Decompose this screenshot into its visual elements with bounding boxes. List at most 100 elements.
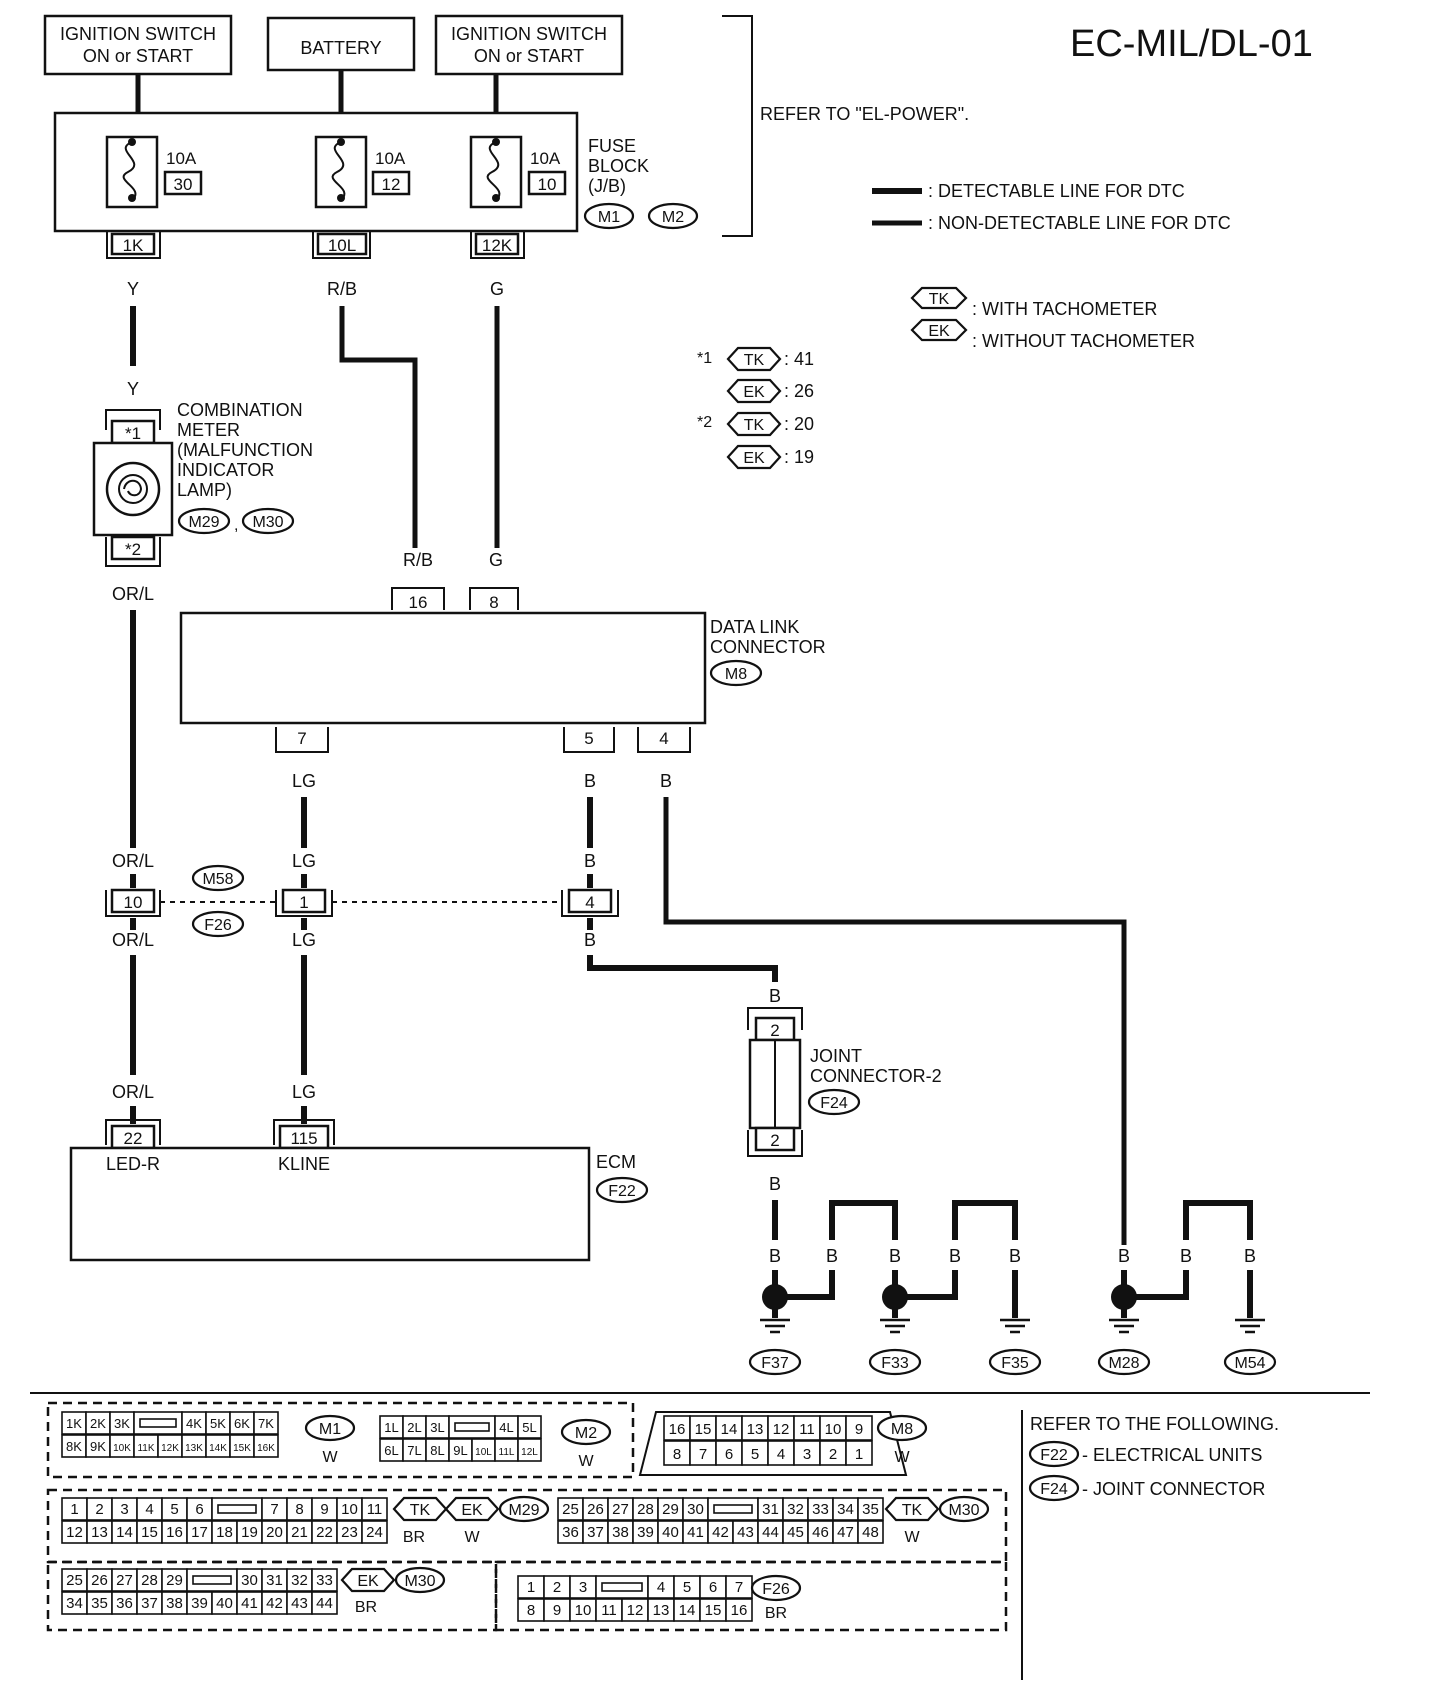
connector-cavity-number: 38 [612,1524,629,1541]
connector-cavity [767,1415,795,1441]
wire-rb-label-dlc: R/B [403,550,433,570]
dlc-pin-16: 16 [409,593,428,612]
connector-cavity-number: 13 [653,1602,670,1619]
wire-y-label-meter: Y [127,379,139,399]
connector-cavity-number: 11 [799,1421,815,1438]
connector-cavity-number: 30 [241,1572,258,1589]
connector-cavity-number: 1 [527,1579,535,1596]
meter-pin-2: *2 [125,540,141,559]
note-1-tk: : 41 [784,349,814,369]
connector-cavity [517,1415,542,1439]
combination-meter: *1 *2 [92,409,174,567]
ign-right-line1: IGNITION SWITCH [451,24,607,44]
wire-rb-label-top: R/B [327,279,357,299]
connector-lock-tab [217,1504,257,1514]
view-m1-color: W [322,1449,338,1466]
connector-cavity-number: 44 [316,1595,333,1612]
connector-cavity [663,1415,691,1441]
connector-lock-tab [192,1575,232,1585]
meter-conn-m30: M30 [252,514,283,531]
refer-f24-text: - JOINT CONNECTOR [1082,1479,1265,1499]
ign-right-line2: ON or START [474,46,584,66]
power-source-ignition-right: IGNITION SWITCH ON or START [434,14,624,76]
legend-non-detectable: : NON-DETECTABLE LINE FOR DTC [928,213,1231,233]
diagram-title: EC-MIL/DL-01 [1070,23,1313,65]
connector-cavity-number: 41 [241,1595,258,1612]
fuse-block-line1: FUSE [588,136,636,156]
connector-cavity-number: 43 [737,1524,754,1541]
connector-cavity-number: 10K [113,1443,131,1454]
view-m30-ek-color: BR [355,1599,377,1616]
gnd-wire-b-7: B [1180,1246,1192,1266]
connector-lock-tab [713,1504,753,1514]
ground-f33: F33 [881,1355,909,1372]
connector-cavity-number: 8 [527,1602,535,1619]
svg-text:TK: TK [744,417,765,434]
connector-cavity-number: 26 [587,1501,604,1518]
connector-cavity [793,1415,821,1441]
fuse-block-conn-m2: M2 [662,209,684,226]
fuse-block-line2: BLOCK [588,156,649,176]
meter-label-2: METER [177,420,240,440]
pin-10L: 10L [312,232,371,259]
fuse-12-amp: 10A [375,149,406,168]
fuse-block: 10A 30 10A 12 10A 10 [53,111,579,233]
ecm-pin-115: 115 [290,1129,317,1148]
gnd-wire-b-2: B [826,1246,838,1266]
connector-cavity-number: 12K [161,1443,179,1454]
connector-cavity-number: 6L [384,1443,398,1458]
connector-cavity [741,1440,769,1466]
connector-cavity-number: 1K [66,1416,82,1431]
connector-cavity-number: 5L [522,1420,536,1435]
connector-cavity-number: 41 [687,1524,704,1541]
connector-cavity-number: 6K [234,1416,250,1431]
connector-cavity [857,1497,884,1521]
connector-cavity-number: 2K [90,1416,106,1431]
connector-cavity-number: 29 [166,1572,183,1589]
wire-g-label-top: G [490,279,504,299]
connector-cavity-number: 16 [669,1421,686,1438]
connector-cavity-number: 2 [95,1501,103,1518]
connector-cavity-number: 9 [553,1602,561,1619]
connector-cavity-number: 25 [66,1572,83,1589]
connector-cavity-number: 10 [825,1421,842,1438]
connector-cavity-number: 35 [862,1501,879,1518]
connector-cavity-number: 33 [316,1572,333,1589]
fuse-block-conn-m1: M1 [598,209,620,226]
connector-cavity [819,1440,847,1466]
connector-cavity-number: 39 [637,1524,654,1541]
connector-cavity-number: 46 [812,1524,829,1541]
connector-cavity-number: 10L [475,1447,492,1458]
connector-cavity-number: 3K [114,1416,130,1431]
connector-cavity-number: 8 [295,1501,303,1518]
connector-views [46,1401,1023,1680]
connector-cavity-number: 6 [709,1579,717,1596]
refer-following-title: REFER TO THE FOLLOWING. [1030,1414,1279,1434]
gnd-wire-b-3: B [889,1246,901,1266]
wire-orl-label-joint-top: OR/L [112,851,154,871]
power-source-ignition-left: IGNITION SWITCH ON or START [43,14,233,76]
connector-cavity-number: 3 [803,1446,811,1463]
joint-pin-10: 10 [124,893,143,912]
legend-detectable: : DETECTABLE LINE FOR DTC [928,181,1185,201]
wire-g-label-dlc: G [489,550,503,570]
connector-cavity-number: 36 [116,1595,133,1612]
jc2-pin-bottom: 2 [770,1131,779,1150]
connector-cavity-number: 12 [627,1602,644,1619]
svg-text:EK: EK [461,1502,483,1519]
legend-ek: : WITHOUT TACHOMETER [972,331,1195,351]
view-m29-color-tk: BR [403,1529,425,1546]
connector-cavity-number: 7K [258,1416,274,1431]
joint-pin-1: 1 [299,893,308,912]
view-m30-ek-id: M30 [404,1573,435,1590]
svg-text:10L: 10L [328,236,356,255]
view-m30-tk-id: M30 [948,1502,979,1519]
wire-lg-label-dlc: LG [292,771,316,791]
wire-lg-label-joint-top: LG [292,851,316,871]
connector-cavity-number: 14 [116,1524,133,1541]
connector-cavity-number: 8L [430,1443,444,1458]
fuse-10-number: 10 [538,175,557,194]
connector-cavity-number: 4 [777,1446,785,1463]
connector-cavity-number: 22 [316,1524,333,1541]
view-m30-tk-color: W [904,1529,920,1546]
